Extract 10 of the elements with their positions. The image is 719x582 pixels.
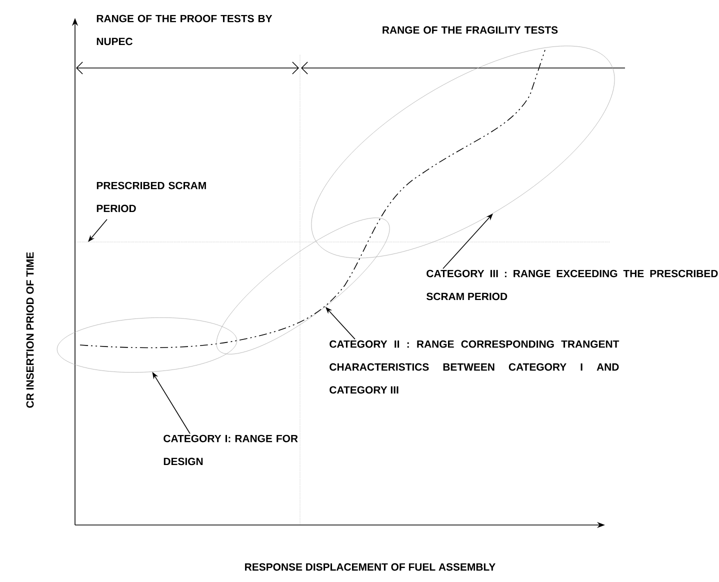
- label-text: CATEGORY I: RANGE FOR DESIGN: [164, 434, 298, 466]
- axis-label: CR INSERTION PRIOD OF TIME: [26, 252, 34, 408]
- leader-line: [442, 214, 493, 270]
- label-text: RANGE OF THE FRAGILITY TESTS: [382, 26, 558, 34]
- label-text: CATEGORY III : RANGE EXCEEDING THE PRESCRIBED SCRAM PERIOD: [426, 270, 718, 300]
- label-text: RANGE OF THE PROOF TESTS BY NUPEC: [96, 14, 272, 46]
- label-text: PRESCRIBED SCRAM PERIOD: [96, 182, 206, 212]
- axis-label: RESPONSE DISPLACEMENT OF FUEL ASSEMBLY: [245, 563, 496, 571]
- label-text: CATEGORY II : RANGE CORRESPONDING TRANGENT CHARACTERISTICS BETWEEN CATEGORY I AND CATEGORY III: [330, 340, 620, 394]
- leader-line: [88, 218, 108, 242]
